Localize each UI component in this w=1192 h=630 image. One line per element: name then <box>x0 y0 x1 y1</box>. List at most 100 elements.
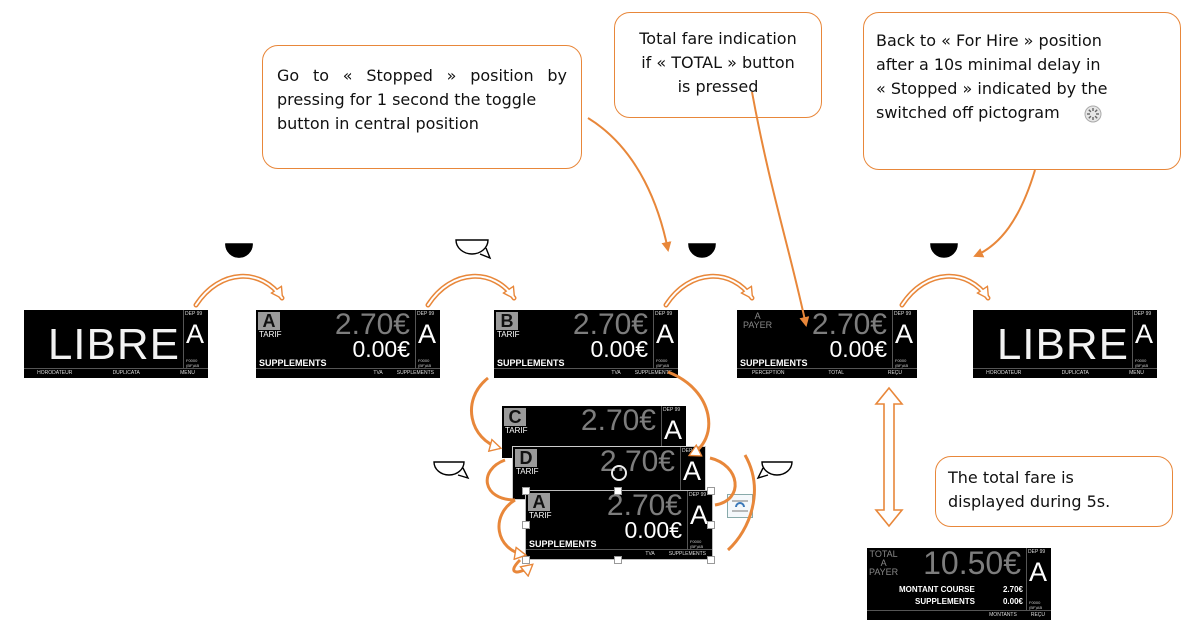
tariff-letter: A <box>186 319 205 349</box>
tariff-letter: A <box>656 319 675 349</box>
bar-duplicata[interactable]: DUPLICATA <box>112 370 140 376</box>
tariff-letter: A <box>664 415 683 445</box>
bar-supplements[interactable]: SUPPLEMENTS <box>634 370 672 376</box>
callout-connector <box>751 91 810 327</box>
dep-label: DEP 99 <box>185 311 203 317</box>
bar-perception[interactable]: PERCEPTION <box>751 370 785 376</box>
bar-tva[interactable]: TVA <box>611 370 621 376</box>
callout-five-line2: displayed during 5s. <box>948 492 1111 511</box>
selection-handle[interactable] <box>707 556 715 564</box>
callout-total: Total fare indication if « TOTAL » butto… <box>614 12 822 118</box>
bar-recu[interactable]: REÇU <box>887 370 903 376</box>
supplements-label: SUPPLEMENTS <box>740 358 808 368</box>
side-code: F0000(BF)AB <box>186 358 200 368</box>
callout-back: Back to « For Hire » position after a 10… <box>863 12 1181 170</box>
callout-back-line4: switched off pictogram <box>876 103 1060 122</box>
callout-back-line1: Back to « For Hire » position <box>876 31 1102 50</box>
callout-connector <box>973 169 1036 258</box>
callout-stopped-line1: Go to « Stopped » position by <box>277 66 567 85</box>
callout-stopped: Go to « Stopped » position by pressing f… <box>262 45 582 169</box>
callout-five: The total fare is displayed during 5s. <box>935 456 1173 527</box>
supplement-amount: 0.00€ <box>352 336 410 362</box>
montant-course-value: 2.70€ <box>1002 585 1023 594</box>
tarif-box: A <box>528 493 550 511</box>
selection-handle[interactable] <box>522 487 530 495</box>
selection-handle[interactable] <box>522 521 530 529</box>
dep-label: DEP 99 <box>417 311 435 317</box>
side-code: F0000(BF)AB <box>656 358 670 368</box>
switched-off-pictogram-icon <box>1084 105 1102 122</box>
dep-label: DEP 99 <box>1134 311 1152 317</box>
tariff-letter: A <box>1029 557 1048 587</box>
button-pressed-icon <box>930 243 958 258</box>
callout-stopped-line2: pressing for 1 second the toggle <box>277 90 537 109</box>
bar-horodateur[interactable]: HORODATEUR <box>986 370 1022 376</box>
dep-label: DEP 99 <box>663 407 681 413</box>
dep-label: DEP 99 <box>1028 549 1046 555</box>
bar-tva[interactable]: TVA <box>645 551 655 557</box>
bar-montants[interactable]: MONTANTS <box>989 612 1017 618</box>
dep-label: DEP 99 <box>689 492 707 498</box>
callout-total-line1: Total fare indication <box>639 29 797 48</box>
button-rotate-icon <box>455 239 492 260</box>
callout-total-line2: if « TOTAL » button <box>641 53 795 72</box>
bar-menu[interactable]: MENU <box>180 370 195 376</box>
tariff-letter: A <box>895 319 914 349</box>
tarif-label: TARIF <box>259 330 282 339</box>
tarif-box: D <box>515 449 537 467</box>
dep-label: DEP 99 <box>894 311 912 317</box>
total-amount: 10.50€ <box>923 548 1021 581</box>
tarif-label: TARIF <box>505 426 528 435</box>
tarif-label: TARIF <box>516 467 539 476</box>
fare-amount: 2.70€ <box>572 310 648 341</box>
selection-handle[interactable] <box>614 556 622 564</box>
button-rotate-icon <box>756 461 793 480</box>
text-wrap-icon[interactable] <box>727 494 753 518</box>
selection-handle[interactable] <box>707 521 715 529</box>
supplement-amount: 0.00€ <box>590 336 648 362</box>
dep-label: DEP 99 <box>655 311 673 317</box>
selection-handle[interactable] <box>707 487 715 495</box>
bar-recu[interactable]: REÇU <box>1030 612 1045 618</box>
side-code: F0000(BF)AB <box>895 358 909 368</box>
montant-course-label: MONTANT COURSE <box>899 585 975 594</box>
supplements-label: SUPPLEMENTS <box>529 539 597 549</box>
bar-menu[interactable]: MENU <box>1129 370 1144 376</box>
side-code: F0000(BF)AB <box>418 358 432 368</box>
fare-amount: 2.70€ <box>606 490 682 522</box>
callout-total-line3: is pressed <box>677 77 759 96</box>
fare-amount: 2.70€ <box>580 406 656 437</box>
tarif-label: TARIF <box>529 511 552 520</box>
selection-handle[interactable] <box>614 487 622 495</box>
libre-text: LIBRE <box>996 320 1129 369</box>
callout-five-line1: The total fare is <box>948 468 1074 487</box>
bar-duplicata[interactable]: DUPLICATA <box>1061 370 1089 376</box>
side-code: F0000(BF)AB <box>1029 600 1043 610</box>
fare-amount: 2.70€ <box>334 310 410 341</box>
bar-horodateur[interactable]: HORODATEUR <box>37 370 73 376</box>
rotate-handle-icon[interactable] <box>611 465 627 481</box>
callout-back-line2: after a 10s minimal delay in <box>876 55 1101 74</box>
supplements-row-value: 0.00€ <box>1002 597 1023 606</box>
bar-total[interactable]: TOTAL <box>828 370 844 376</box>
bar-supplements[interactable]: SUPPLEMENTS <box>396 370 434 376</box>
supplements-label: SUPPLEMENTS <box>259 358 327 368</box>
supplement-amount: 0.00€ <box>829 336 887 362</box>
supplements-label: SUPPLEMENTS <box>497 358 565 368</box>
fare-amount: 2.70€ <box>811 310 887 341</box>
bar-supplements[interactable]: SUPPLEMENTS <box>668 551 706 557</box>
bar-tva[interactable]: TVA <box>373 370 383 376</box>
tarif-box: A <box>258 312 280 330</box>
double-arrow <box>874 386 904 528</box>
button-rotate-icon <box>433 461 470 480</box>
button-pressed-icon <box>688 243 716 258</box>
